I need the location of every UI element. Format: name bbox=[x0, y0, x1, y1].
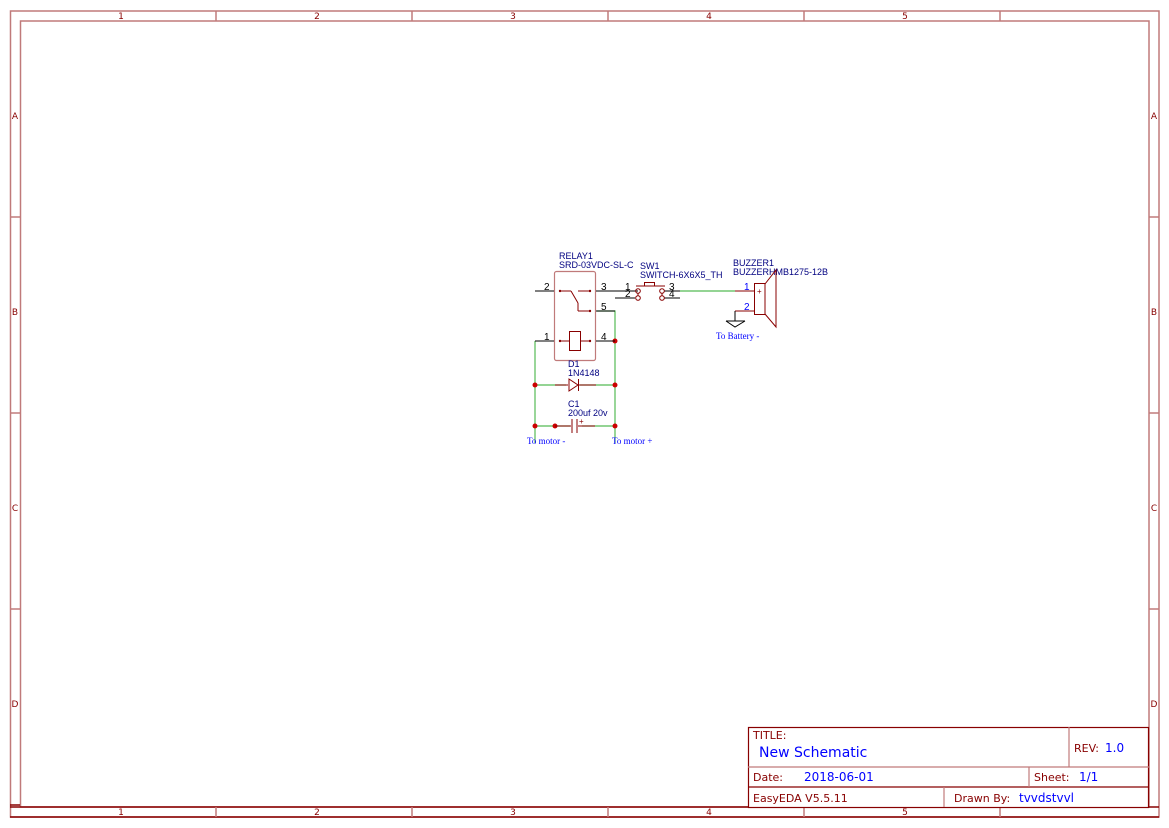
pin-number: 2 bbox=[625, 289, 631, 300]
row-label: B bbox=[1151, 308, 1157, 318]
capacitor-icon: + bbox=[555, 417, 595, 433]
pin-number: 2 bbox=[544, 282, 550, 293]
row-labels-right: A B C D bbox=[1151, 112, 1158, 710]
switch-component[interactable]: SW1 SWITCH-6X6X5_TH 1 2 3 4 bbox=[615, 261, 723, 301]
diode-icon bbox=[555, 378, 596, 392]
buzzer-value: BUZZERHMB1275-12B bbox=[733, 267, 828, 277]
column-labels-bottom: 1 2 3 4 5 bbox=[118, 808, 908, 818]
diode-value: 1N4148 bbox=[568, 368, 600, 378]
wires[interactable] bbox=[534, 290, 735, 443]
junction-dot bbox=[532, 423, 538, 429]
switch-symbol bbox=[635, 282, 665, 301]
row-label: D bbox=[12, 700, 19, 710]
column-label: 4 bbox=[706, 12, 712, 22]
pin-number: 4 bbox=[601, 332, 607, 343]
software-version: EasyEDA V5.5.11 bbox=[753, 792, 848, 805]
column-labels-top: 1 2 3 4 5 bbox=[118, 12, 908, 22]
drawn-by-label: Drawn By: bbox=[954, 792, 1010, 805]
speaker-icon: + bbox=[754, 268, 777, 329]
capacitor-value: 200uf 20v bbox=[568, 408, 608, 418]
diode-component[interactable]: D1 1N4148 bbox=[555, 359, 600, 392]
net-label-motor-neg: To motor - bbox=[527, 436, 565, 446]
schematic: RELAY1 SRD-03VDC-SL-C 2 3 5 1 4 bbox=[527, 251, 828, 446]
diode-designator: D1 bbox=[568, 359, 580, 369]
column-label: 5 bbox=[902, 808, 908, 818]
buzzer-component[interactable]: BUZZER1 BUZZERHMB1275-12B 1 2 + To Batte… bbox=[716, 258, 828, 341]
column-label: 5 bbox=[902, 12, 908, 22]
relay-contact-symbol bbox=[558, 289, 592, 313]
title-value: New Schematic bbox=[759, 745, 867, 761]
title-label: TITLE: bbox=[752, 729, 786, 742]
capacitor-designator: C1 bbox=[568, 399, 580, 409]
row-label: C bbox=[1151, 504, 1157, 514]
row-label: A bbox=[12, 112, 19, 122]
title-block: TITLE: New Schematic REV: 1.0 Date: 2018… bbox=[747, 726, 1150, 809]
date-value: 2018-06-01 bbox=[804, 770, 874, 784]
buzzer-designator: BUZZER1 bbox=[733, 258, 774, 268]
sheet-label: Sheet: bbox=[1034, 771, 1070, 784]
net-label-motor-pos: To motor + bbox=[612, 436, 652, 446]
row-labels-left: A B C D bbox=[12, 112, 19, 710]
column-label: 1 bbox=[118, 808, 124, 818]
drawn-by-value: tvvdstvvl bbox=[1019, 791, 1074, 805]
row-label: B bbox=[12, 308, 18, 318]
column-label: 3 bbox=[510, 12, 516, 22]
column-label: 3 bbox=[510, 808, 516, 818]
buzzer-polarity: + bbox=[757, 287, 762, 296]
relay-designator: RELAY1 bbox=[559, 251, 593, 261]
relay-value: SRD-03VDC-SL-C bbox=[559, 260, 634, 270]
relay-component[interactable]: RELAY1 SRD-03VDC-SL-C 2 3 5 1 4 bbox=[535, 251, 638, 362]
pin-number: 3 bbox=[669, 282, 675, 293]
sheet-frame bbox=[9, 10, 1160, 818]
junction-dot bbox=[612, 423, 618, 429]
column-label: 2 bbox=[314, 808, 320, 818]
column-label: 1 bbox=[118, 12, 124, 22]
switch-value: SWITCH-6X6X5_TH bbox=[640, 270, 723, 280]
rev-label: REV: bbox=[1074, 742, 1099, 755]
row-label: D bbox=[1151, 700, 1158, 710]
relay-coil-symbol bbox=[558, 331, 592, 351]
sheet-value: 1/1 bbox=[1079, 770, 1098, 784]
rev-value: 1.0 bbox=[1105, 741, 1124, 755]
junction-dot bbox=[612, 382, 618, 388]
capacitor-component[interactable]: C1 200uf 20v + bbox=[555, 399, 608, 433]
ground-icon bbox=[725, 320, 746, 328]
net-label-battery-neg: To Battery - bbox=[716, 331, 759, 341]
row-label: A bbox=[1151, 112, 1158, 122]
pin-number: 5 bbox=[601, 302, 607, 313]
switch-designator: SW1 bbox=[640, 261, 660, 271]
pin-number: 1 bbox=[544, 332, 550, 343]
column-label: 4 bbox=[706, 808, 712, 818]
column-label: 2 bbox=[314, 12, 320, 22]
date-label: Date: bbox=[753, 771, 783, 784]
junction-dot bbox=[532, 382, 538, 388]
row-label: C bbox=[12, 504, 18, 514]
capacitor-polarity: + bbox=[579, 417, 584, 426]
pin-number: 1 bbox=[744, 282, 750, 293]
pin-number: 4 bbox=[669, 289, 675, 300]
pin-number: 3 bbox=[601, 282, 607, 293]
pin-number: 1 bbox=[625, 282, 631, 293]
pin-number: 2 bbox=[744, 302, 750, 313]
relay-body bbox=[553, 270, 597, 362]
wire-motor-pos[interactable] bbox=[597, 310, 616, 443]
